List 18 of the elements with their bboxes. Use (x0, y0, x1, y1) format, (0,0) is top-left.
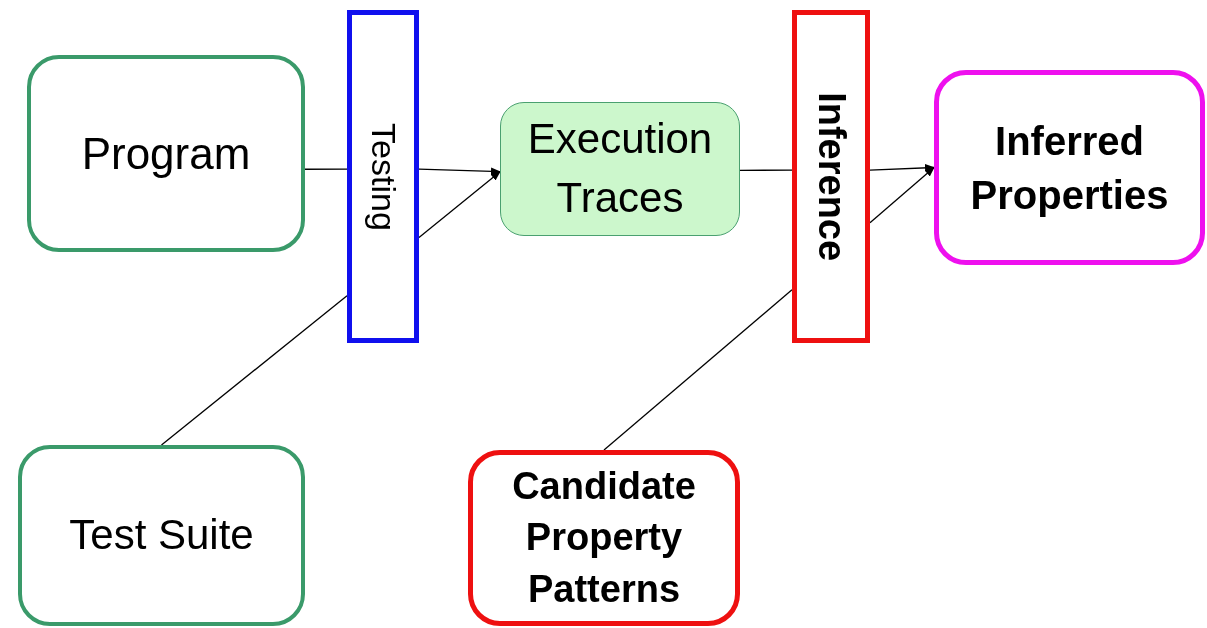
arrow (869, 163, 935, 172)
process-box (27, 55, 305, 252)
stage-bar (347, 10, 419, 343)
input-box (18, 445, 305, 626)
input-box (468, 450, 740, 626)
node-label: Test Suite (69, 510, 254, 561)
stage-label: Testing (363, 122, 404, 231)
node-label: Inferred Properties (969, 117, 1170, 219)
node-label: Execution Traces (526, 114, 714, 223)
node-label: Program (81, 127, 251, 180)
arrow (869, 166, 935, 224)
stage-label: Inference (809, 92, 854, 261)
process-box (500, 102, 740, 236)
output-box (934, 70, 1205, 265)
stage-bar (792, 10, 870, 343)
arrow (418, 171, 501, 239)
arrow (418, 167, 501, 176)
node-label: Candidate Property Patterns (511, 464, 697, 612)
